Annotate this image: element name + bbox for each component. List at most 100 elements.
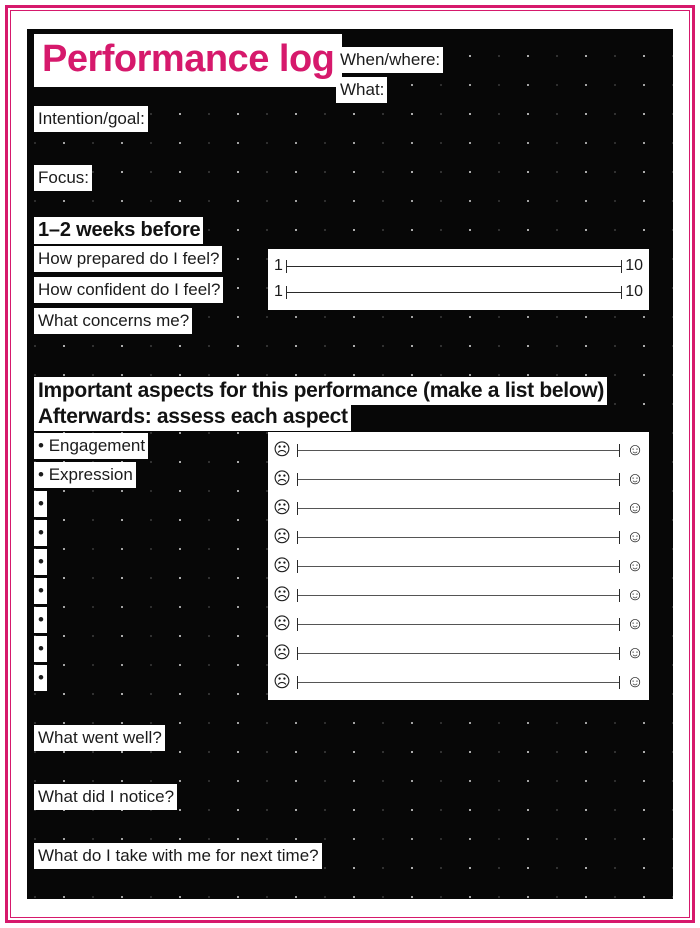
scale-row-confident[interactable]: 1 10 <box>271 279 646 305</box>
scale-track[interactable] <box>285 285 623 299</box>
list-item[interactable]: • <box>34 607 47 633</box>
frowning-face-icon: ☹ <box>273 498 291 517</box>
scale-tick-right <box>619 472 620 486</box>
frowning-face-icon: ☹ <box>273 556 291 575</box>
list-item[interactable]: • <box>34 636 47 662</box>
list-item[interactable]: • <box>34 520 47 546</box>
scale-tick-left <box>297 443 298 457</box>
scale-min-label: 1 <box>274 283 283 300</box>
intention-goal-label: Intention/goal: <box>34 106 148 132</box>
face-scale-row[interactable]: ☹ ☺ <box>271 522 646 551</box>
scale-tick-left <box>297 675 298 689</box>
reflection-question-notice: What did I notice? <box>34 784 178 810</box>
bullet-glyph: • <box>38 552 44 571</box>
face-scale-row[interactable]: ☹ ☺ <box>271 435 646 464</box>
scale-tick-left <box>297 559 298 573</box>
frowning-face-icon: ☹ <box>273 527 291 546</box>
scale-tick-left <box>285 286 287 299</box>
readiness-scales: 1 10 1 10 <box>268 249 649 310</box>
scale-tick-left <box>297 617 298 631</box>
scale-tick-right <box>619 646 620 660</box>
scale-max-label: 10 <box>625 283 643 300</box>
scale-tick-right <box>619 559 620 573</box>
scale-track[interactable] <box>297 588 620 602</box>
bullet-glyph: • <box>38 639 44 658</box>
what-label: What: <box>336 77 388 103</box>
page-title: Performance log <box>34 34 343 87</box>
smiling-face-icon: ☺ <box>626 498 644 517</box>
question-prepared: How prepared do I feel? <box>34 246 223 272</box>
focus-label: Focus: <box>34 165 93 191</box>
page-border-outer <box>5 5 695 923</box>
face-scale-row[interactable]: ☹ ☺ <box>271 464 646 493</box>
smiling-face-icon: ☺ <box>626 556 644 575</box>
question-concerns: What concerns me? <box>34 308 193 334</box>
scale-max-label: 10 <box>625 257 643 274</box>
list-item[interactable]: • <box>34 549 47 575</box>
aspect-assessment-scales: ☹ ☺ ☹ ☺ ☹ <box>268 432 649 700</box>
list-item[interactable]: • <box>34 491 47 517</box>
scale-track[interactable] <box>297 443 620 457</box>
smiling-face-icon: ☺ <box>626 672 644 691</box>
bullet-glyph: • <box>38 494 44 513</box>
scale-tick-left <box>297 646 298 660</box>
before-section-heading: 1–2 weeks before <box>34 217 204 244</box>
scale-tick-left <box>297 530 298 544</box>
scale-track[interactable] <box>297 675 620 689</box>
list-item[interactable]: • <box>34 578 47 604</box>
aspects-heading-secondary: Afterwards: assess each aspect <box>34 403 351 431</box>
face-scale-row[interactable]: ☹ ☺ <box>271 638 646 667</box>
face-scale-row[interactable]: ☹ ☺ <box>271 551 646 580</box>
frowning-face-icon: ☹ <box>273 614 291 633</box>
smiling-face-icon: ☺ <box>626 585 644 604</box>
scale-track[interactable] <box>297 530 620 544</box>
smiling-face-icon: ☺ <box>626 440 644 459</box>
smiling-face-icon: ☺ <box>626 614 644 633</box>
smiling-face-icon: ☺ <box>626 643 644 662</box>
scale-track[interactable] <box>297 646 620 660</box>
aspects-heading-primary: Important aspects for this performance (… <box>34 377 608 405</box>
bullet-glyph: • <box>38 436 44 455</box>
scale-row-prepared[interactable]: 1 10 <box>271 253 646 279</box>
scale-tick-right <box>619 530 620 544</box>
smiling-face-icon: ☺ <box>626 469 644 488</box>
scale-tick-left <box>297 588 298 602</box>
bullet-glyph: • <box>38 523 44 542</box>
face-scale-row[interactable]: ☹ ☺ <box>271 609 646 638</box>
page-border-inner <box>10 10 690 918</box>
bullet-glyph: • <box>38 581 44 600</box>
scale-tick-left <box>297 501 298 515</box>
frowning-face-icon: ☹ <box>273 469 291 488</box>
bullet-glyph: • <box>38 668 44 687</box>
scale-track[interactable] <box>285 259 623 273</box>
scale-tick-right <box>619 617 620 631</box>
scale-tick-right <box>619 501 620 515</box>
question-confident: How confident do I feel? <box>34 277 224 303</box>
frowning-face-icon: ☹ <box>273 585 291 604</box>
face-scale-row[interactable]: ☹ ☺ <box>271 580 646 609</box>
when-where-label: When/where: <box>336 47 444 73</box>
aspect-label: Engagement <box>48 436 146 455</box>
bullet-glyph: • <box>38 465 44 484</box>
scale-track[interactable] <box>297 501 620 515</box>
face-scale-row[interactable]: ☹ ☺ <box>271 667 646 696</box>
frowning-face-icon: ☹ <box>273 643 291 662</box>
list-item[interactable]: • Expression <box>34 462 136 488</box>
reflection-question-went-well: What went well? <box>34 725 165 751</box>
scale-tick-right <box>621 260 623 273</box>
bullet-glyph: • <box>38 610 44 629</box>
list-item[interactable]: • Engagement <box>34 433 149 459</box>
worksheet-panel: Performance log When/where: What: Intent… <box>27 29 673 899</box>
smiling-face-icon: ☺ <box>626 527 644 546</box>
face-scale-row[interactable]: ☹ ☺ <box>271 493 646 522</box>
frowning-face-icon: ☹ <box>273 672 291 691</box>
scale-track[interactable] <box>297 617 620 631</box>
scale-track[interactable] <box>297 559 620 573</box>
scale-tick-right <box>621 286 623 299</box>
scale-min-label: 1 <box>274 257 283 274</box>
list-item[interactable]: • <box>34 665 47 691</box>
frowning-face-icon: ☹ <box>273 440 291 459</box>
aspect-label: Expression <box>48 465 133 484</box>
scale-track[interactable] <box>297 472 620 486</box>
